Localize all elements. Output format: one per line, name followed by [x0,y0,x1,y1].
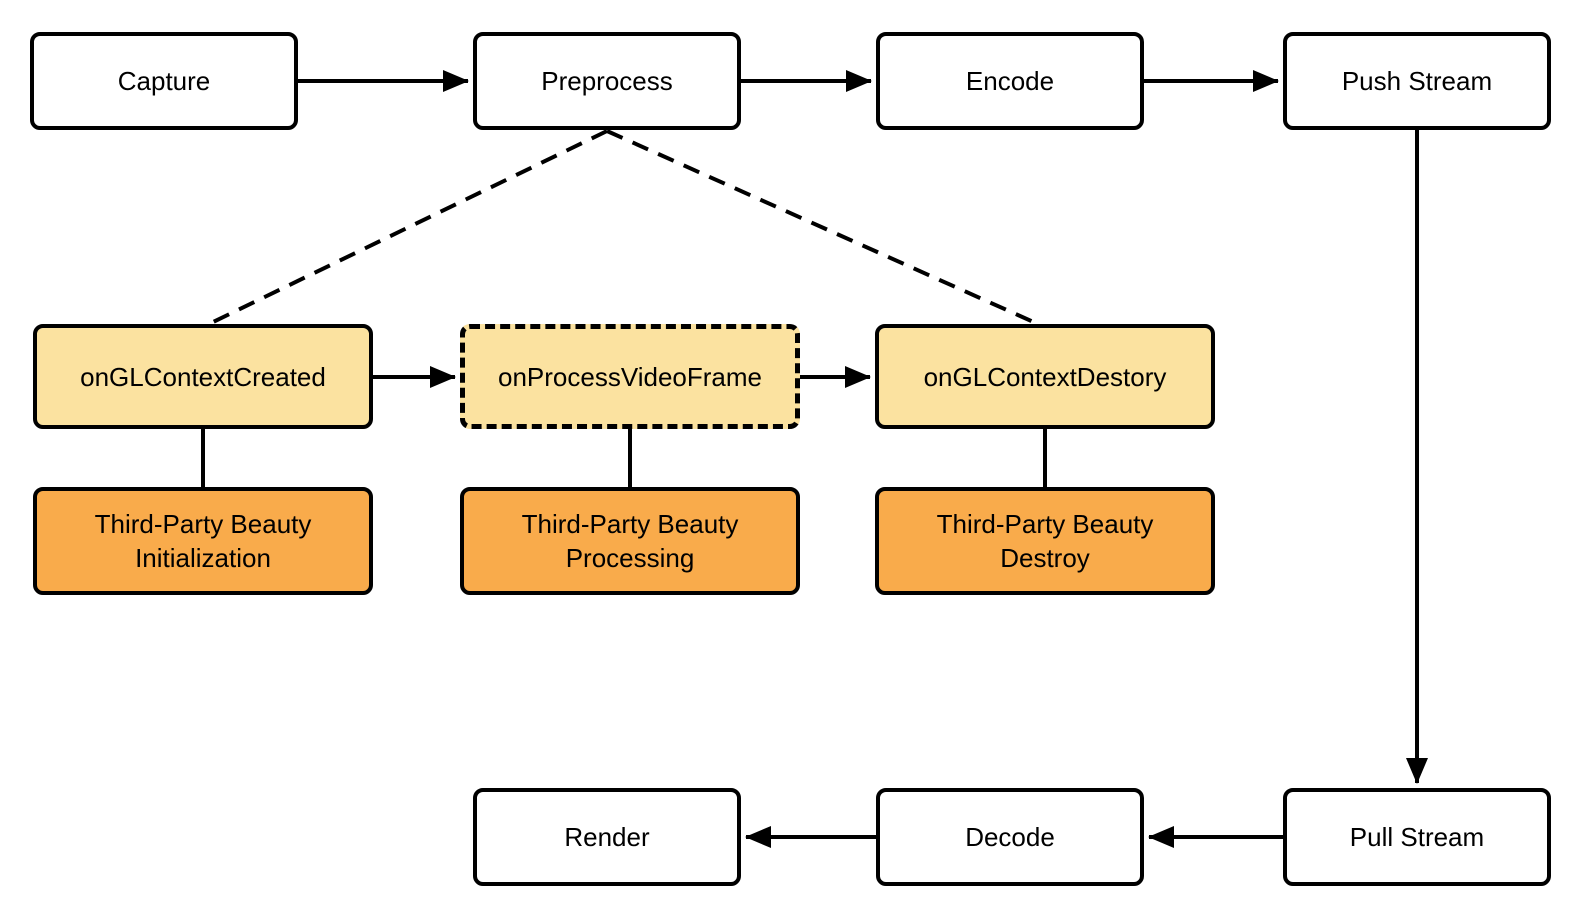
node-beauty-destroy-line2: Destroy [1000,543,1090,573]
node-render: Render [473,788,741,886]
dashed-line-preprocess-to-onglcontextcreated [208,129,608,326]
node-onprocessvideoframe: onProcessVideoFrame [460,324,800,429]
node-capture-label: Capture [117,66,211,96]
node-beauty-processing-line1: Third-Party Beauty [521,509,739,539]
node-pull-stream: Pull Stream [1283,788,1551,886]
node-decode-label: Decode [965,822,1055,852]
node-encode-label: Encode [965,66,1055,96]
node-push-stream: Push Stream [1283,32,1551,130]
node-pull-stream-label: Pull Stream [1349,822,1485,852]
node-beauty-initialization-line2: Initialization [135,543,271,573]
node-push-stream-label: Push Stream [1341,66,1493,96]
node-beauty-destroy-line1: Third-Party Beauty [936,509,1154,539]
node-onglcontextcreated: onGLContextCreated [33,324,373,429]
node-beauty-processing: Third-Party Beauty Processing [460,487,800,595]
dashed-line-preprocess-to-onglcontextdestory [606,129,1039,326]
node-render-label: Render [564,822,650,852]
node-onglcontextcreated-label: onGLContextCreated [80,361,326,392]
node-beauty-initialization: Third-Party Beauty Initialization [33,487,373,595]
node-onglcontextdestory-label: onGLContextDestory [923,361,1167,392]
node-decode: Decode [876,788,1144,886]
node-beauty-processing-line2: Processing [565,543,695,573]
node-beauty-initialization-line1: Third-Party Beauty [94,509,312,539]
node-encode: Encode [876,32,1144,130]
node-onglcontextdestory: onGLContextDestory [875,324,1215,429]
node-onprocessvideoframe-label: onProcessVideoFrame [498,361,762,392]
node-preprocess: Preprocess [473,32,741,130]
node-capture: Capture [30,32,298,130]
node-beauty-destroy: Third-Party Beauty Destroy [875,487,1215,595]
node-preprocess-label: Preprocess [541,66,673,96]
